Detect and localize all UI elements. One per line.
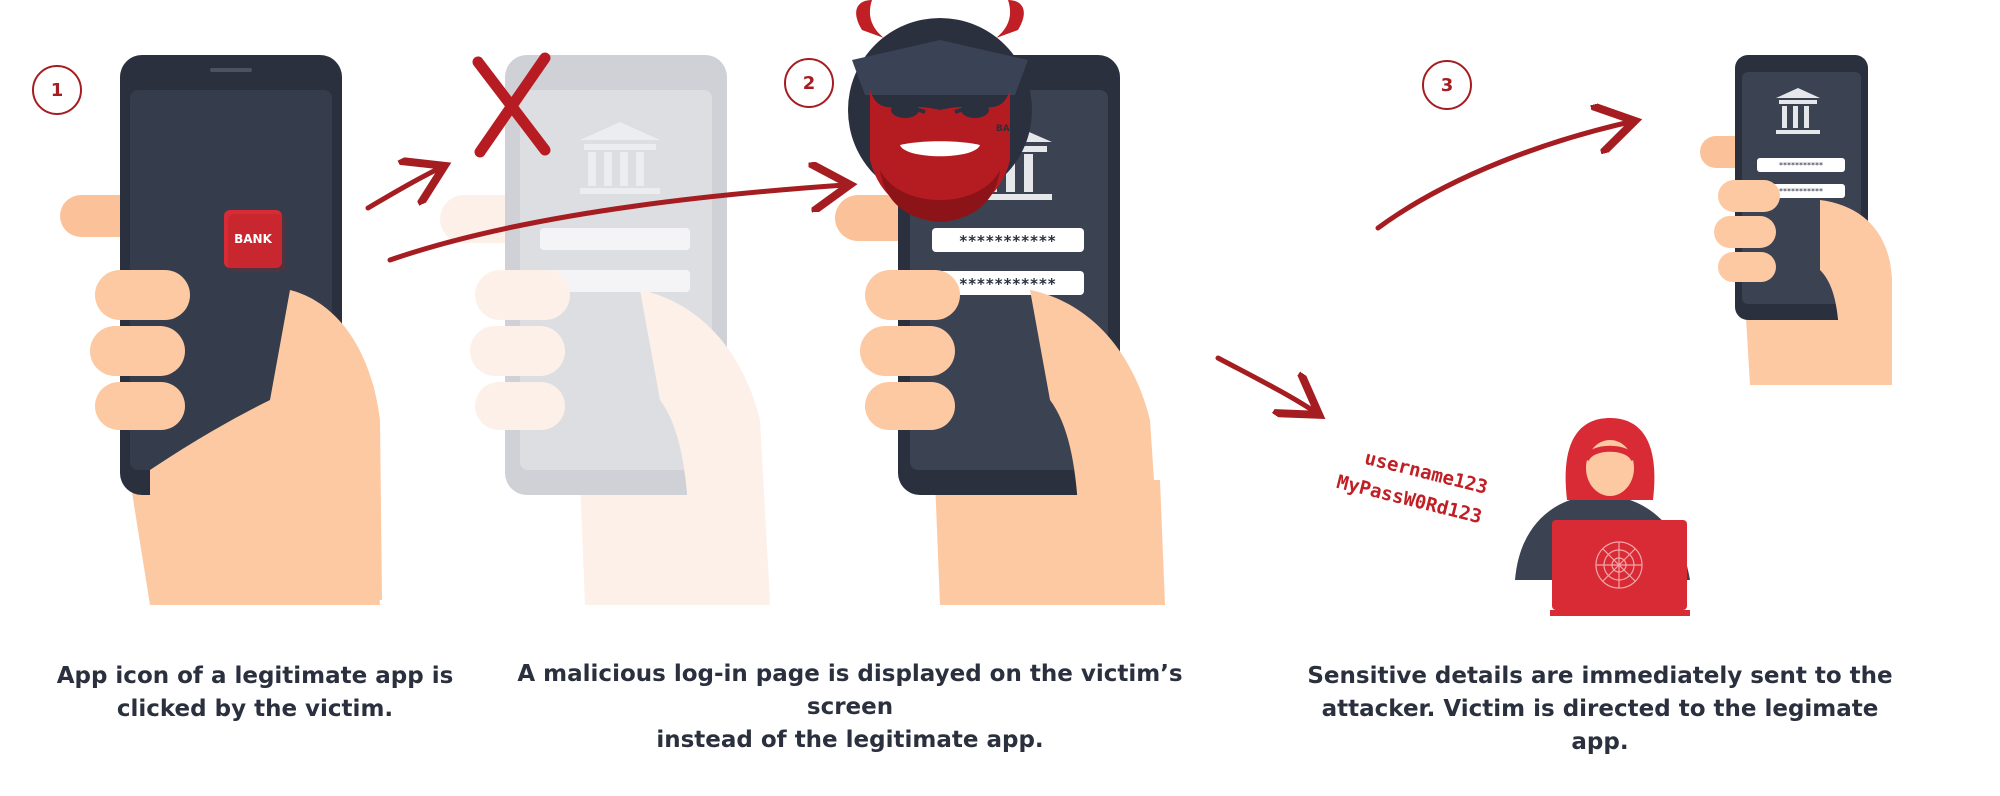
step-2-number: 2 (784, 58, 834, 108)
step-3-caption: Sensitive details are immediately sent t… (1300, 660, 1900, 759)
phone-3-username-field[interactable] (932, 228, 1084, 252)
step-3-caption-line1: Sensitive details are immediately sent t… (1307, 663, 1893, 689)
bank-app-icon-label: BANK (234, 232, 272, 246)
blocked-x-mark (472, 52, 551, 158)
step-1-caption-line2: clicked by the victim. (116, 696, 394, 722)
phone-4-username-mask: *********** (1779, 161, 1823, 170)
username-mask: *********** (959, 232, 1057, 250)
step-2-caption-line1: A malicious log-in page is displayed on … (517, 661, 1183, 720)
bank-label: BANK (995, 124, 1025, 134)
step-2-caption: A malicious log-in page is displayed on … (490, 658, 1210, 757)
step-3-number: 3 (1422, 60, 1472, 110)
bank-app-icon[interactable] (224, 210, 286, 272)
password-mask: *********** (959, 275, 1057, 293)
phone-1-hand (60, 55, 382, 605)
step-1-caption: App icon of a legitimate app is clicked … (40, 660, 470, 726)
phone-4-password-mask: *********** (1779, 187, 1823, 196)
step-2-caption-line2: instead of the legitimate app. (656, 727, 1044, 753)
step-1-caption-line1: App icon of a legitimate app is (56, 663, 454, 689)
devil-mask-icon (848, 0, 1032, 222)
phone-4-hand (1700, 55, 1892, 385)
hacker-icon (1515, 418, 1690, 616)
phone-2-faded (440, 55, 770, 605)
flow-arrows (365, 122, 1630, 412)
step-1-number: 1 (32, 65, 82, 115)
phone-3-password-field[interactable] (932, 271, 1084, 295)
step-3-caption-line2: attacker. Victim is directed to the legi… (1321, 696, 1879, 755)
